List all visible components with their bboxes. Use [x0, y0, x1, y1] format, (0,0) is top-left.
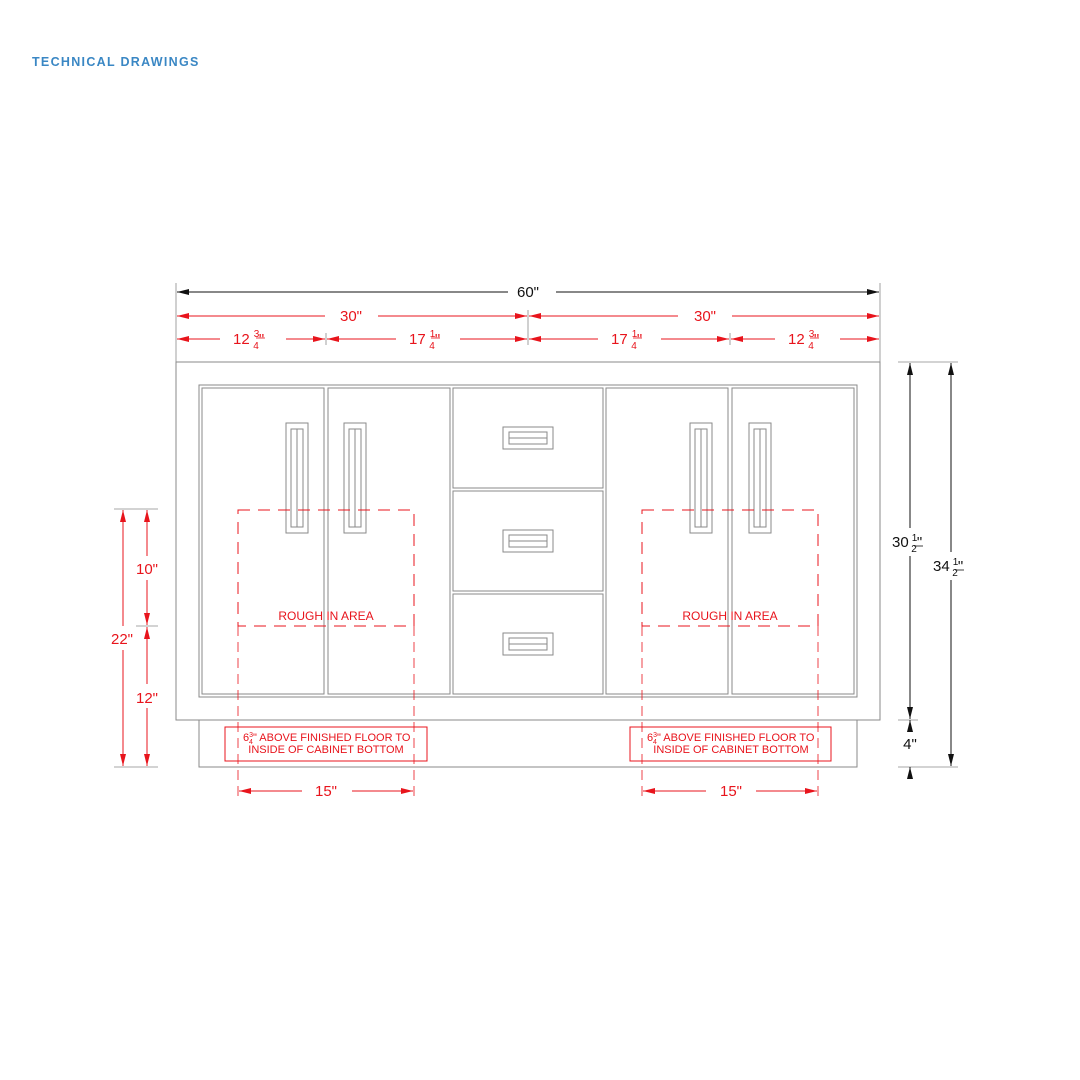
dimension-bottom-right: 15": [643, 783, 817, 800]
rough-in-area-right: ROUGH IN AREA: [641, 509, 819, 627]
dimension-overall-width: 60": [177, 284, 879, 301]
handle-drawer-top: [502, 426, 554, 450]
dimension-left-lower: 12": [136, 627, 158, 766]
cabinet-body: [175, 361, 881, 768]
dimension-left-upper-label: 10": [136, 561, 158, 578]
toe-kick-base: [198, 719, 858, 768]
page-header: TECHNICAL DRAWINGS: [32, 55, 200, 69]
handle-door-left-1: [285, 422, 309, 534]
cabinet-inner-frame: [198, 384, 858, 698]
top-tick-marks: [325, 310, 731, 345]
rough-in-label-left: ROUGH IN AREA: [278, 609, 373, 623]
dimension-half-right: 30": [529, 308, 879, 325]
drawer-middle: [452, 490, 604, 592]
top-extension-lines: [175, 283, 881, 362]
dimension-bottom-left-label: 15": [315, 783, 337, 800]
dimension-bottom-right-label: 15": [720, 783, 742, 800]
dimension-left-upper: 10": [136, 510, 158, 625]
dimension-toe-kick-label: 4": [903, 736, 917, 753]
dimension-half-right-label: 30": [694, 308, 716, 325]
handle-door-right-2: [748, 422, 772, 534]
drawer-handles: [502, 426, 554, 656]
dimension-toe-kick: 4": [903, 720, 917, 779]
door-right-2: [731, 387, 855, 695]
dimension-half-left: 30": [177, 308, 527, 325]
dimension-left-total-label: 22": [111, 631, 133, 648]
rough-in-area-left: ROUGH IN AREA: [237, 509, 415, 627]
rough-in-label-right: ROUGH IN AREA: [682, 609, 777, 623]
bottom-extension-lines: [237, 626, 819, 798]
note-right-line2: INSIDE OF CABINET BOTTOM: [653, 744, 808, 756]
door-left-2: [327, 387, 451, 695]
left-extension-lines: [114, 508, 158, 768]
handle-door-left-2: [343, 422, 367, 534]
door-left-1: [201, 387, 325, 695]
drawer-top: [452, 387, 604, 489]
door-right-1: [605, 387, 729, 695]
dimension-left-lower-label: 12": [136, 690, 158, 707]
dimension-bottom-left: 15": [239, 783, 413, 800]
dimension-left-total: 22": [111, 510, 133, 766]
handle-drawer-middle: [502, 529, 554, 553]
door-handles: [285, 422, 772, 534]
dimension-overall-width-label: 60": [517, 284, 539, 301]
handle-drawer-bottom: [502, 632, 554, 656]
note-left-line2: INSIDE OF CABINET BOTTOM: [248, 744, 403, 756]
drawer-bottom: [452, 593, 604, 695]
dimension-half-left-label: 30": [340, 308, 362, 325]
handle-door-right-1: [689, 422, 713, 534]
